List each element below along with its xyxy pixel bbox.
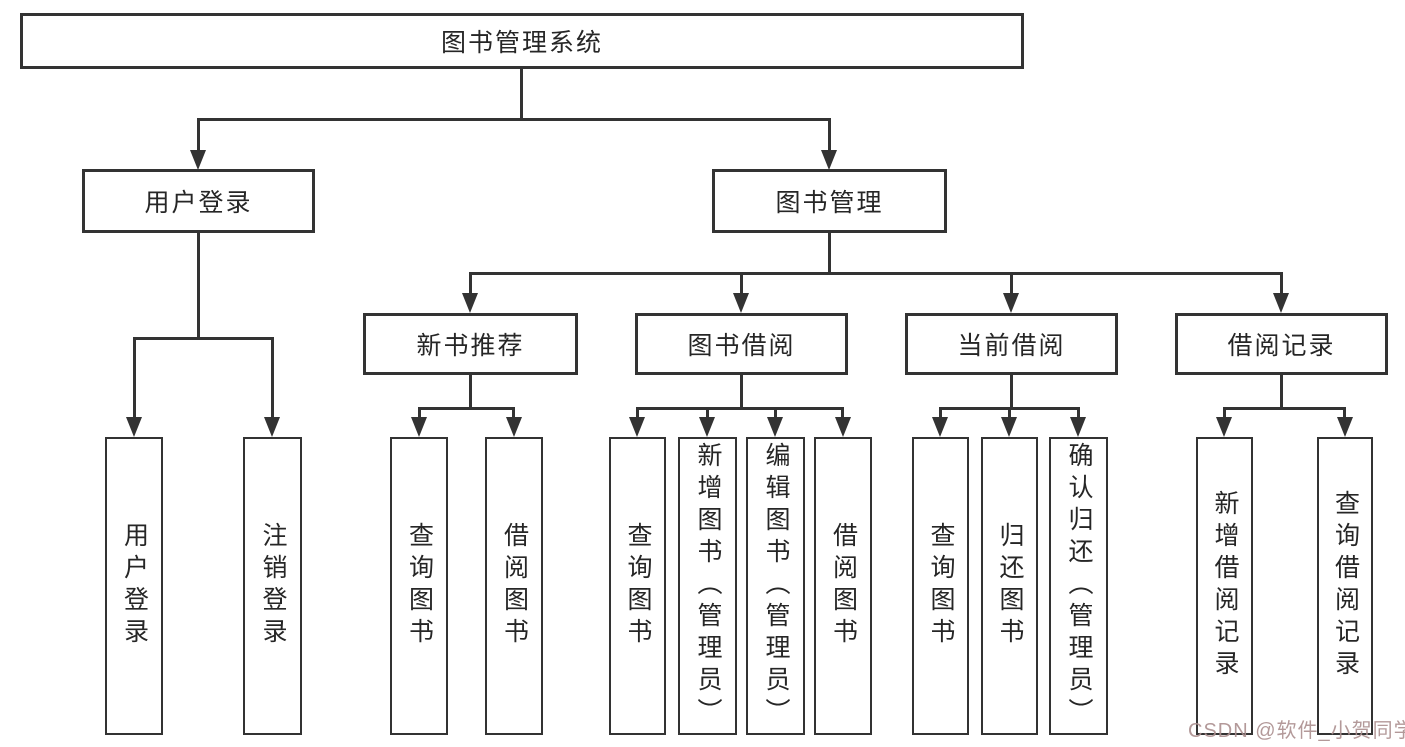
connector-vline [828, 118, 831, 152]
leaf-query-books-borrowing: 查询图书 [609, 437, 666, 735]
connector-vline [939, 407, 942, 419]
arrow-down-icon [190, 150, 206, 170]
node-current-borrowing: 当前借阅 [905, 313, 1118, 375]
connector-hline [1223, 407, 1345, 410]
node-new-book-recommendation: 新书推荐 [363, 313, 578, 375]
arrow-down-icon [629, 417, 645, 437]
connector-vline [841, 407, 844, 419]
connector-vline [520, 69, 523, 118]
arrow-down-icon [506, 417, 522, 437]
connector-vline [774, 407, 777, 419]
leaf-borrow-books: 借阅图书 [814, 437, 872, 735]
arrow-down-icon [1001, 417, 1017, 437]
arrow-down-icon [835, 417, 851, 437]
leaf-query-books-recommend: 查询图书 [390, 437, 448, 735]
leaf-edit-books-admin: 编辑图书（管理员） [746, 437, 805, 735]
arrow-down-icon [1273, 293, 1289, 313]
connector-vline [1010, 272, 1013, 295]
leaf-user-login: 用户登录 [105, 437, 163, 735]
arrow-down-icon [264, 417, 280, 437]
leaf-add-borrow-record: 新增借阅记录 [1196, 437, 1253, 735]
connector-vline [1223, 407, 1226, 419]
connector-vline [271, 337, 274, 419]
arrow-down-icon [821, 150, 837, 170]
arrow-down-icon [699, 417, 715, 437]
leaf-return-books: 归还图书 [981, 437, 1038, 735]
node-book-management: 图书管理 [712, 169, 947, 233]
connector-vline [1280, 272, 1283, 295]
leaf-confirm-return-admin: 确认归还（管理员） [1049, 437, 1108, 735]
arrow-down-icon [733, 293, 749, 313]
watermark-text: CSDN @软件_小贺同学 [1188, 720, 1405, 742]
connector-hline [133, 337, 273, 340]
leaf-add-books-admin: 新增图书（管理员） [678, 437, 737, 735]
leaf-borrow-books-recommend: 借阅图书 [485, 437, 543, 735]
arrow-down-icon [1216, 417, 1232, 437]
arrow-down-icon [1003, 293, 1019, 313]
connector-vline [1077, 407, 1080, 419]
connector-vline [133, 337, 136, 419]
node-book-borrowing: 图书借阅 [635, 313, 848, 375]
connector-vline [197, 118, 200, 152]
arrow-down-icon [411, 417, 427, 437]
leaf-query-borrow-record: 查询借阅记录 [1317, 437, 1373, 735]
connector-vline [1008, 407, 1011, 419]
leaf-query-books-current: 查询图书 [912, 437, 969, 735]
arrow-down-icon [932, 417, 948, 437]
arrow-down-icon [126, 417, 142, 437]
connector-hline [197, 118, 831, 121]
connector-hline [469, 272, 1282, 275]
node-library-management-system: 图书管理系统 [20, 13, 1024, 69]
connector-vline [469, 272, 472, 295]
connector-vline [1280, 375, 1283, 407]
connector-vline [1010, 375, 1013, 407]
connector-vline [197, 233, 200, 337]
connector-vline [469, 375, 472, 407]
node-borrowing-records: 借阅记录 [1175, 313, 1388, 375]
arrow-down-icon [1070, 417, 1086, 437]
node-user-login: 用户登录 [82, 169, 315, 233]
connector-vline [1343, 407, 1346, 419]
connector-vline [418, 407, 421, 419]
connector-vline [636, 407, 639, 419]
arrow-down-icon [1337, 417, 1353, 437]
connector-vline [740, 375, 743, 407]
arrow-down-icon [462, 293, 478, 313]
connector-vline [828, 233, 831, 272]
connector-vline [740, 272, 743, 295]
leaf-logout: 注销登录 [243, 437, 302, 735]
arrow-down-icon [767, 417, 783, 437]
connector-hline [418, 407, 515, 410]
connector-hline [636, 407, 843, 410]
connector-vline [706, 407, 709, 419]
connector-vline [512, 407, 515, 419]
